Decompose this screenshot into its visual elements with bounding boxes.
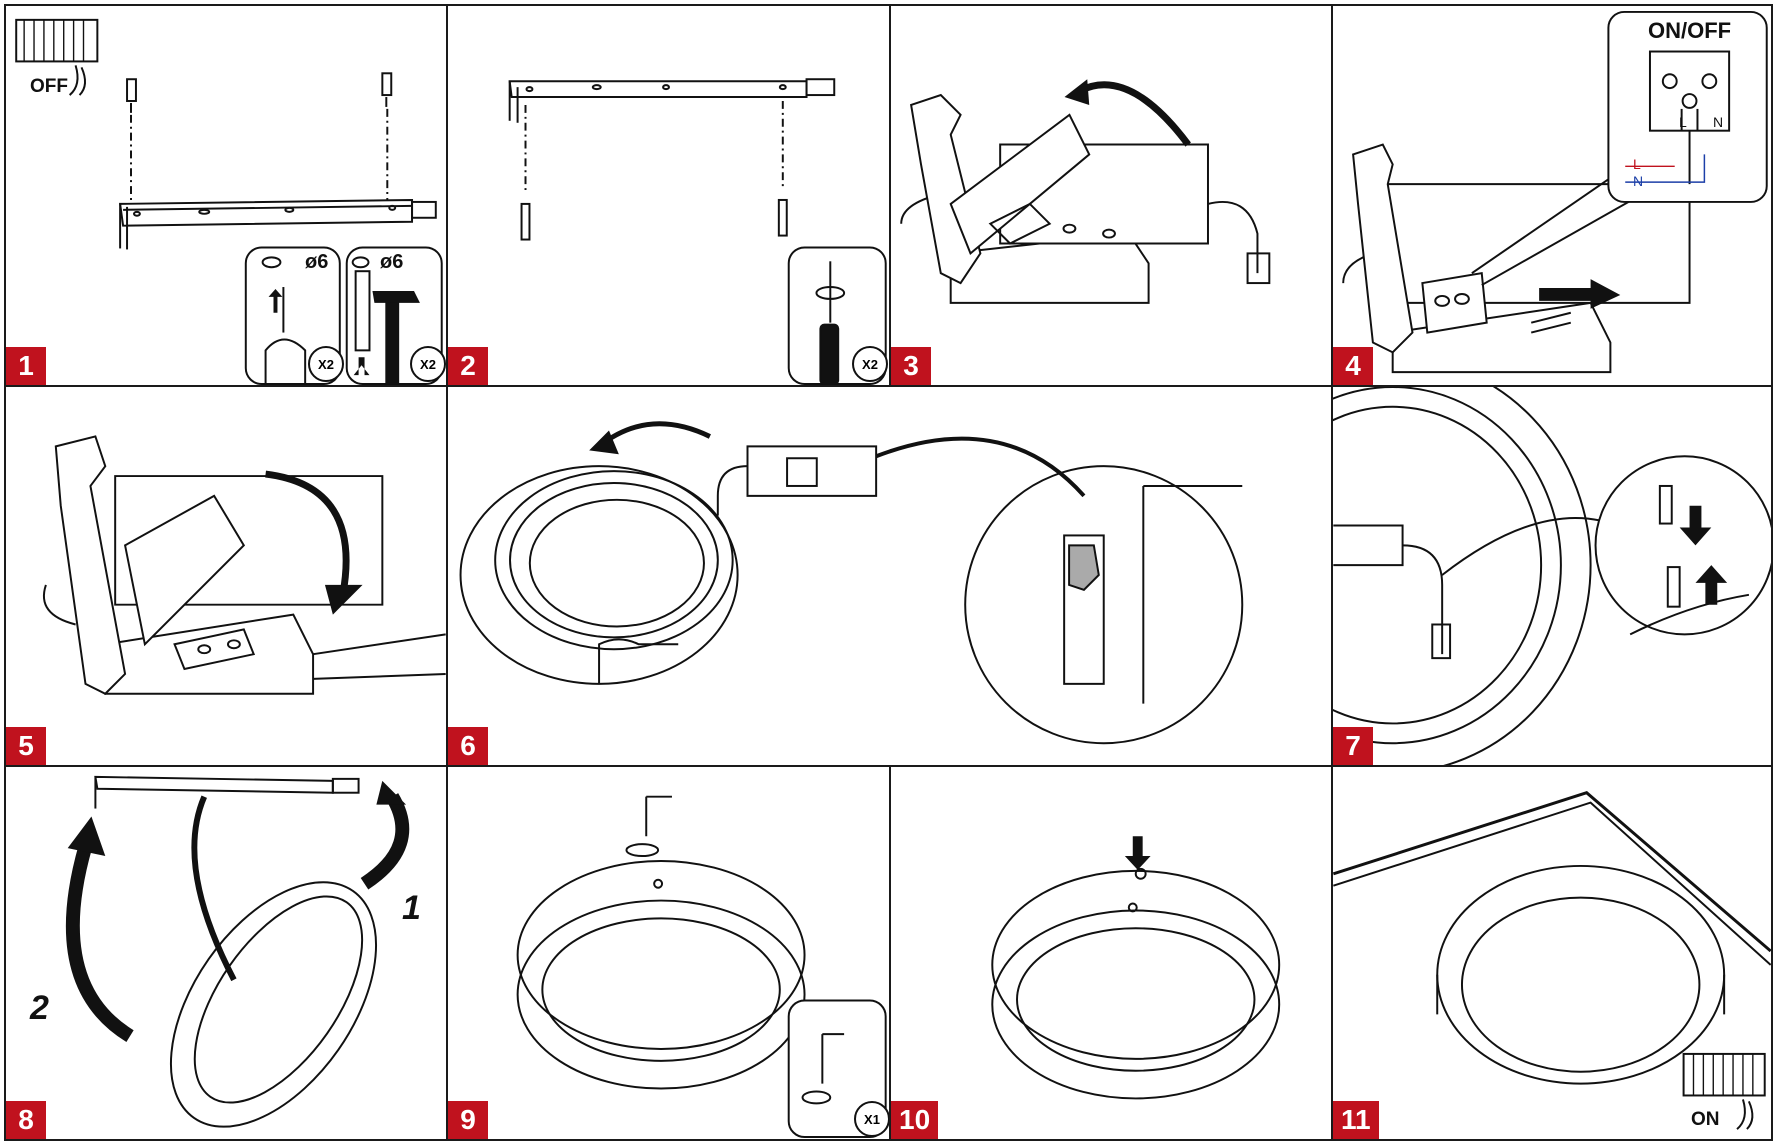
neutral-wire-label: N xyxy=(1633,173,1644,189)
terminal-n-label: N xyxy=(1713,114,1724,130)
quantity-badge: X2 xyxy=(410,346,446,382)
step-7-panel: 7 xyxy=(1331,385,1773,767)
step-5-panel: 5 xyxy=(4,385,448,767)
step-1-drawing xyxy=(15,18,443,385)
step-11-drawing xyxy=(1333,791,1771,1130)
step-7-drawing xyxy=(1333,387,1771,765)
line-wire-label: L xyxy=(1633,156,1641,172)
step-1-panel: OFF ø6 ø6 X2 X2 1 xyxy=(4,4,448,387)
step-4-drawing xyxy=(1342,10,1768,374)
diameter-label: ø6 xyxy=(380,251,404,273)
step-10-drawing xyxy=(991,836,1281,1100)
step-number-badge: 3 xyxy=(891,347,931,385)
step-number-badge: 7 xyxy=(1333,727,1373,765)
step-3-panel: 3 xyxy=(889,4,1333,387)
step-number-badge: 9 xyxy=(448,1101,488,1139)
quantity-badge: X2 xyxy=(308,346,344,382)
step-9-panel: X1 9 xyxy=(446,765,891,1141)
step-10-panel: 10 xyxy=(889,765,1333,1141)
switch-title: ON/OFF xyxy=(1648,18,1732,43)
step-9-drawing xyxy=(516,795,887,1139)
step-number-badge: 2 xyxy=(448,347,488,385)
arrow-step-label: 2 xyxy=(30,989,49,1027)
arrow-step-label: 1 xyxy=(402,889,421,927)
step-number-badge: 10 xyxy=(891,1101,939,1139)
step-2-panel: X2 2 xyxy=(446,4,891,387)
step-3-drawing xyxy=(900,79,1271,304)
step-8-panel: 1 2 8 xyxy=(4,765,448,1141)
step-number-badge: 8 xyxy=(6,1101,46,1139)
step-number-badge: 4 xyxy=(1333,347,1373,385)
quantity-badge: X1 xyxy=(854,1101,889,1137)
terminal-l-label: L xyxy=(1679,114,1687,130)
diameter-label: ø6 xyxy=(305,251,329,273)
step-number-badge: 5 xyxy=(6,727,46,765)
step-5-drawing xyxy=(42,435,446,695)
step-number-badge: 1 xyxy=(6,347,46,385)
on-label: ON xyxy=(1691,1109,1720,1130)
step-11-panel: ON 11 xyxy=(1331,765,1773,1141)
step-6-drawing xyxy=(459,421,1244,745)
quantity-badge: X2 xyxy=(852,346,888,382)
step-number-badge: 11 xyxy=(1333,1101,1379,1139)
step-6-panel: 6 xyxy=(446,385,1333,767)
step-8-drawing xyxy=(65,775,410,1128)
off-label: OFF xyxy=(30,76,68,97)
step-4-panel: ON/OFF L N L N 4 xyxy=(1331,4,1773,387)
step-number-badge: 6 xyxy=(448,727,488,765)
step-2-drawing xyxy=(508,78,887,385)
